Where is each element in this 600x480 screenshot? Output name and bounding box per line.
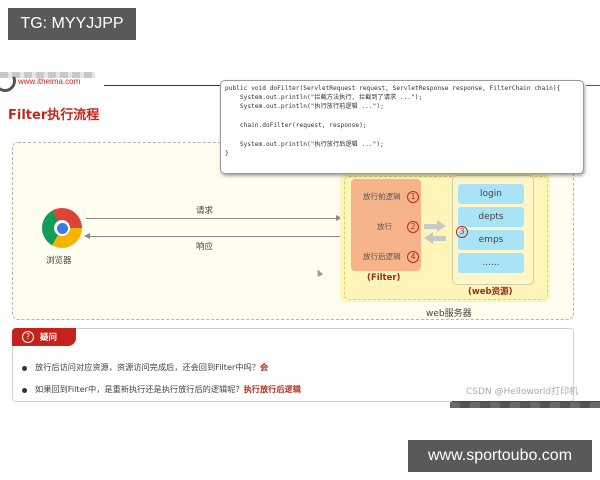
code-line: System.out.println("执行放行前逻辑 ..."); <box>225 103 384 110</box>
question-item-1: 放行后访问对应资源，资源访问完成后，还会回到Filter中吗？会 <box>35 361 268 373</box>
question-text: 如果回到Filter中，是重新执行还是执行放行后的逻辑呢？ <box>35 384 244 394</box>
header-divider-accent <box>586 85 600 86</box>
step-number-1: 1 <box>407 191 419 203</box>
code-line <box>225 130 579 140</box>
bullet-icon <box>22 366 27 371</box>
resource-depts: depts <box>458 207 524 227</box>
browser-label: 浏览器 <box>46 256 72 266</box>
resource-emps: emps <box>458 230 524 250</box>
site-url: www.itheima.com <box>18 77 81 86</box>
logo-strip <box>0 72 95 78</box>
code-line: System.out.println("执行放行后逻辑 ..."); <box>225 141 384 148</box>
web-server-border <box>344 176 548 300</box>
resource-more: ...... <box>458 253 524 273</box>
web-resources-caption: (web资源) <box>468 287 513 297</box>
step-number-2: 2 <box>407 221 419 233</box>
code-snippet: public void doFilter(ServletRequest requ… <box>220 80 584 174</box>
question-title: 疑问 <box>40 333 58 343</box>
question-item-2: 如果回到Filter中，是重新执行还是执行放行后的逻辑呢？执行放行后逻辑 <box>35 383 301 395</box>
code-line <box>225 111 579 121</box>
code-line: public void doFilter(ServletRequest requ… <box>225 85 561 92</box>
bottom-watermark-tag: www.sportoubo.com <box>408 440 592 472</box>
question-circle-icon: ? <box>22 331 34 343</box>
step-number-4: 4 <box>407 251 419 263</box>
csdn-watermark: CSDN @Helloworld打印机 <box>466 387 579 397</box>
header-divider <box>104 85 224 86</box>
request-label: 请求 <box>196 206 214 216</box>
bullet-icon <box>22 388 27 393</box>
forward-arrowhead-icon <box>437 220 446 232</box>
filter-step-before: 放行前逻辑 <box>363 192 401 201</box>
response-arrowhead-icon <box>84 233 90 239</box>
return-arrowhead-icon <box>424 232 433 244</box>
question-panel <box>12 328 574 402</box>
step-number-3: 3 <box>456 226 468 238</box>
forward-arrow <box>424 224 438 229</box>
response-label: 响应 <box>196 242 214 252</box>
question-answer: 会 <box>259 362 269 372</box>
chrome-icon-center <box>56 222 68 234</box>
web-server-label: web服务器 <box>426 309 472 319</box>
code-line: chain.doFilter(request, response); <box>225 122 367 129</box>
top-watermark-tag: TG: MYYJJPP <box>8 8 136 40</box>
footer-accent <box>452 401 600 403</box>
code-line: System.out.println("拦截方法执行, 拦截到了请求 ...")… <box>225 94 423 101</box>
code-line: } <box>225 150 229 157</box>
slide-title: Filter执行流程 <box>8 108 100 123</box>
filter-step-after: 放行后逻辑 <box>363 252 401 261</box>
request-arrowhead-icon <box>336 215 342 221</box>
question-text: 放行后访问对应资源，资源访问完成后，还会回到Filter中吗？ <box>35 362 260 372</box>
return-arrow <box>432 236 446 241</box>
response-arrow <box>88 236 340 237</box>
footer-strip <box>450 402 600 408</box>
filter-caption: (Filter) <box>367 273 401 283</box>
resource-login: login <box>458 184 524 204</box>
question-answer: 执行放行后逻辑 <box>243 384 301 394</box>
request-arrow <box>86 218 341 219</box>
filter-step-pass: 放行 <box>377 222 392 231</box>
